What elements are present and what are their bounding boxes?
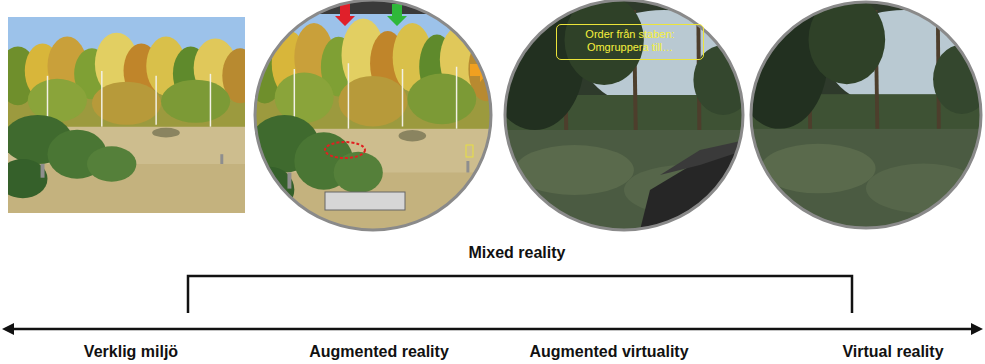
real-photo — [0, 17, 258, 213]
illustration-part — [466, 145, 473, 157]
illustration-part — [335, 4, 355, 26]
illustration-part — [245, 0, 504, 230]
order-text: Order från staben: Omgruppera till… — [563, 28, 697, 53]
order-scroll: Order från staben: Omgruppera till… — [556, 24, 704, 60]
axis-arrow — [2, 323, 983, 335]
illustration-part — [12, 328, 973, 331]
illustration-part — [660, 140, 745, 175]
lens-outline — [505, 0, 743, 230]
illustration-part — [2, 323, 14, 335]
axis-label: Augmented virtuality — [529, 343, 688, 361]
illustration-part — [325, 192, 405, 210]
augmented-reality-view — [245, 0, 504, 230]
axis-label: Augmented reality — [309, 343, 449, 361]
lens-outline — [255, 0, 491, 230]
lens-outline — [751, 2, 981, 228]
illustration-part — [732, 0, 985, 228]
virtual-reality-view — [732, 0, 985, 228]
illustration-part — [325, 142, 365, 158]
illustration-part — [485, 0, 753, 230]
illustration-part — [387, 4, 407, 26]
axis-label: Verklig miljö — [84, 343, 178, 361]
augmented-virtuality-view — [485, 0, 753, 230]
illustration-part — [255, 0, 491, 14]
bracket-label: Mixed reality — [469, 244, 566, 262]
bracket — [188, 276, 852, 313]
axis-label: Virtual reality — [842, 343, 943, 361]
illustration-part — [0, 17, 258, 213]
illustration-part — [971, 323, 983, 335]
